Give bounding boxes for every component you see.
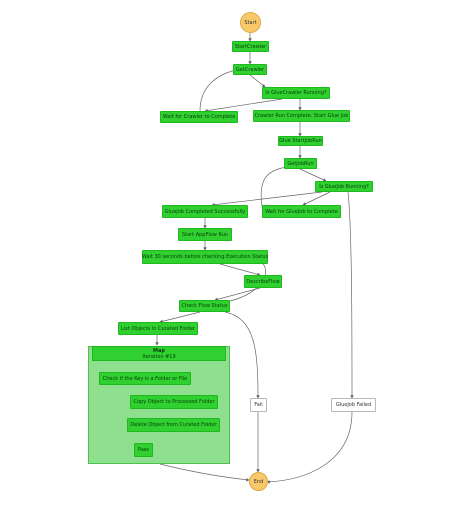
- map-iteration-label: Iteration #19: [142, 353, 176, 360]
- gluejob-failed-label: GlueJob Failed: [335, 402, 372, 408]
- edge-describe-check: [214, 287, 261, 301]
- pass-node[interactable]: Pass: [134, 443, 153, 457]
- start-node[interactable]: Start: [240, 12, 261, 33]
- glue-start-job-run-node[interactable]: Glue StartJobRun: [278, 136, 323, 146]
- edge-getcrawler-isrunning: [249, 74, 266, 88]
- start-appflow-node[interactable]: Start AppFlow Run: [178, 228, 232, 241]
- gluejob-completed-node[interactable]: GlueJob Completed Successfully: [162, 205, 248, 218]
- edge-failed-end: [266, 411, 353, 484]
- fail-node[interactable]: Fail: [250, 398, 267, 412]
- get-job-run-label: GetJobRun: [287, 160, 314, 167]
- check-flow-status-node[interactable]: Check Flow Status: [179, 300, 230, 312]
- wait-gluejob-node[interactable]: Wait for GlueJob to Complete: [262, 205, 341, 218]
- edge-map-end: [159, 463, 250, 482]
- is-gluejob-running-label: Is GlueJob Running?: [319, 183, 369, 190]
- edge-check-listobjects: [159, 311, 201, 324]
- check-flow-status-label: Check Flow Status: [181, 303, 228, 309]
- list-objects-label: List Objects in Curated Folder: [121, 325, 195, 332]
- get-crawler-label: GetCrawler: [235, 66, 265, 73]
- map-title: Map: [153, 347, 165, 354]
- edge-wait30-describe: [219, 263, 261, 276]
- start-appflow-label: Start AppFlow Run: [181, 231, 229, 238]
- wait-crawler-node[interactable]: Wait for Crawler to Complete: [160, 111, 238, 123]
- edge-wait-getcrawler-loop: [199, 68, 237, 112]
- is-crawler-running-node[interactable]: Is GlueCrawler Running?: [262, 87, 330, 99]
- wait-gluejob-label: Wait for GlueJob to Complete: [265, 208, 338, 215]
- check-key-label: Check if the Key is a Folder or File: [102, 375, 188, 382]
- wait-30-seconds-node[interactable]: Wait 30 seconds before checking Executio…: [142, 250, 268, 264]
- end-label: End: [253, 478, 264, 485]
- crawler-complete-node[interactable]: Crawler Run Complete. Start Glue Job: [253, 110, 350, 122]
- delete-object-label: Delete Object from Curated Folder: [130, 422, 217, 428]
- gluejob-failed-node[interactable]: GlueJob Failed: [331, 398, 376, 412]
- edge-waitgluejob-getjobrun-loop: [260, 165, 288, 207]
- start-crawler-label: StartCrawler: [234, 43, 267, 50]
- start-crawler-node[interactable]: StartCrawler: [232, 41, 269, 52]
- edge-isgluejob-completed: [211, 191, 323, 207]
- glue-start-job-run-label: Glue StartJobRun: [279, 138, 322, 144]
- is-crawler-running-label: Is GlueCrawler Running?: [265, 90, 327, 96]
- crawler-complete-label: Crawler Run Complete. Start Glue Job: [254, 113, 349, 119]
- describe-flow-label: DescribeFlow: [246, 278, 280, 285]
- edge-getjobrun-isgluejob: [299, 168, 327, 182]
- start-label: Start: [244, 19, 257, 26]
- gluejob-completed-label: GlueJob Completed Successfully: [164, 208, 246, 215]
- check-key-node[interactable]: Check if the Key is a Folder or File: [99, 372, 191, 385]
- describe-flow-node[interactable]: DescribeFlow: [244, 275, 282, 288]
- pass-label: Pass: [137, 447, 150, 453]
- delete-object-node[interactable]: Delete Object from Curated Folder: [127, 418, 220, 432]
- copy-object-node[interactable]: Copy Object to Processed Folder: [130, 395, 218, 409]
- edge-isrunning-wait: [204, 98, 283, 113]
- edge-check-fail: [224, 311, 260, 399]
- wait-30-seconds-label: Wait 30 seconds before checking Executio…: [141, 254, 269, 260]
- copy-object-label: Copy Object to Processed Folder: [133, 399, 215, 405]
- get-job-run-node[interactable]: GetJobRun: [284, 158, 317, 169]
- edge-isgluejob-wait: [302, 191, 331, 206]
- map-header[interactable]: Map Iteration #19: [92, 346, 226, 361]
- wait-crawler-label: Wait for Crawler to Complete: [162, 114, 236, 120]
- end-node[interactable]: End: [249, 472, 268, 491]
- edge-isgluejob-failed: [347, 191, 354, 399]
- list-objects-node[interactable]: List Objects in Curated Folder: [118, 322, 198, 335]
- fail-label: Fail: [254, 402, 263, 408]
- is-gluejob-running-node[interactable]: Is GlueJob Running?: [315, 181, 373, 192]
- get-crawler-node[interactable]: GetCrawler: [233, 64, 267, 75]
